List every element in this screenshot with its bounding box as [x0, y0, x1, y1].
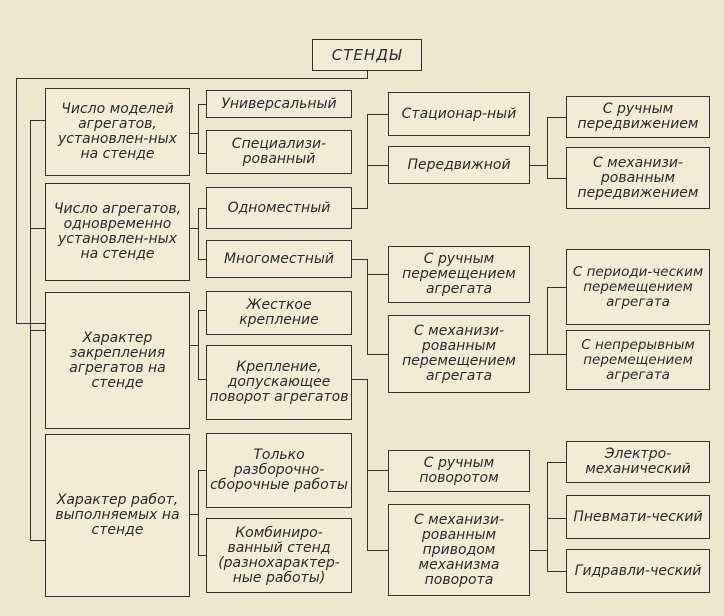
connector	[16, 78, 368, 80]
type-node: Только разборочно-сборочные работы	[206, 433, 352, 508]
type-node: Универсальный	[206, 90, 352, 118]
root-node: СТЕНДЫ	[312, 39, 422, 71]
connector	[30, 228, 45, 230]
connector	[190, 514, 198, 516]
connector	[190, 228, 198, 230]
connector	[547, 287, 566, 289]
connector	[367, 259, 369, 355]
connector	[198, 104, 200, 154]
criterion-node: Характер работ, выполняемых на стенде	[45, 434, 190, 597]
connector	[198, 470, 200, 556]
criterion-node: Число моделей агрегатов, установлен-ных …	[45, 88, 190, 176]
connector	[367, 274, 388, 276]
connector	[190, 345, 198, 347]
connector	[16, 78, 18, 324]
connector	[547, 117, 549, 179]
criterion-node: Число агрегатов, одновременно установлен…	[45, 183, 190, 281]
connector	[198, 470, 206, 472]
connector	[198, 153, 206, 155]
type-node: Крепление, допускающее поворот агрегатов	[206, 345, 352, 420]
connector	[547, 178, 566, 180]
subtype-node: С ручным перемещением агрегата	[388, 246, 530, 303]
connector	[198, 310, 200, 380]
type-node: Жесткое крепление	[206, 291, 352, 335]
connector	[198, 208, 200, 260]
type-node: Комбиниро-ванный стенд (разнохарактер-ны…	[206, 518, 352, 593]
subtype-node: Передвижной	[388, 146, 530, 184]
connector	[198, 208, 206, 210]
detail-node: С механизи-рованным передвижением	[566, 147, 710, 209]
connector	[352, 208, 368, 210]
connector	[367, 470, 388, 472]
connector	[547, 354, 566, 356]
detail-node: С ручным передвижением	[566, 96, 710, 138]
connector	[30, 120, 45, 122]
connector	[367, 114, 369, 209]
connector	[198, 379, 206, 381]
type-node: Специализи-рованный	[206, 130, 352, 174]
type-node: Одноместный	[206, 187, 352, 229]
connector	[198, 310, 206, 312]
connector	[352, 379, 368, 381]
connector	[367, 165, 388, 167]
subtype-node: С ручным поворотом	[388, 450, 530, 492]
criterion-node: Характер закрепления агрегатов на стенде	[45, 292, 190, 429]
connector	[547, 287, 549, 355]
connector	[547, 518, 566, 520]
connector	[530, 550, 548, 552]
detail-node: Гидравли-ческий	[566, 549, 710, 593]
connector	[547, 462, 566, 464]
connector	[30, 330, 45, 332]
subtype-node: С механизи-рованным перемещением агрегат…	[388, 315, 530, 393]
connector	[367, 354, 388, 356]
subtype-node: С механизи-рованным приводом механизма п…	[388, 504, 530, 596]
connector	[190, 133, 198, 135]
connector	[352, 259, 368, 261]
detail-node: С непрерывным перемещением агрегата	[566, 330, 710, 390]
connector	[547, 117, 566, 119]
connector	[547, 571, 566, 573]
connector	[367, 114, 388, 116]
subtype-node: Стационар-ный	[388, 92, 530, 136]
connector	[530, 354, 548, 356]
detail-node: Электро-механический	[566, 441, 710, 483]
connector	[198, 555, 206, 557]
type-node: Многоместный	[206, 240, 352, 278]
connector	[367, 70, 369, 79]
detail-node: Пневмати-ческий	[566, 495, 710, 539]
connector	[367, 379, 369, 551]
connector	[30, 540, 45, 542]
connector	[198, 259, 206, 261]
connector	[198, 104, 206, 106]
connector	[367, 550, 388, 552]
connector	[530, 165, 548, 167]
detail-node: С периоди-ческим перемещением агрегата	[566, 249, 710, 325]
connector	[547, 462, 549, 572]
